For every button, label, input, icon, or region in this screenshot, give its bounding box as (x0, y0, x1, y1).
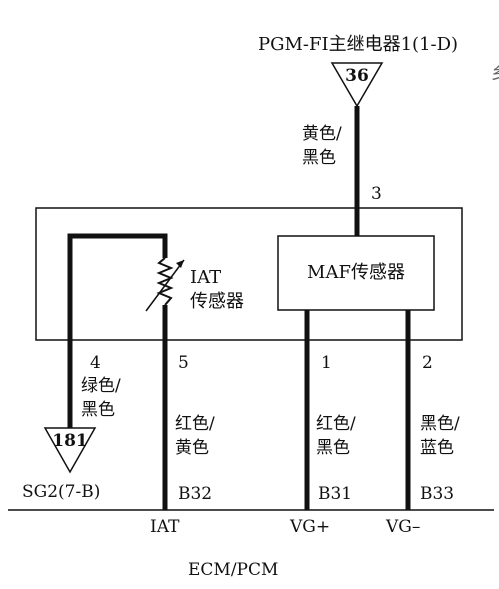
wire-5-color: 红色/ 黄色 (175, 412, 215, 460)
maf-sensor-box (277, 235, 435, 311)
wire-1-terminal: B31 (318, 484, 353, 504)
wire-1-color-line1: 红色/ (316, 414, 356, 434)
relay-label: PGM-FI主继电器1(1-D) (258, 34, 459, 55)
ecm-label: ECM/PCM (188, 560, 279, 580)
iat-variable-arrowhead-icon (176, 260, 184, 268)
iat-sensor-label-line2: 传感器 (190, 291, 244, 312)
iat-sensor-label-line1: IAT (190, 267, 222, 288)
wire-5-signal: IAT (150, 517, 180, 537)
ground-label: SG2(7-B) (22, 482, 101, 502)
wire-3-number: 3 (371, 184, 382, 204)
wire-5-color-line2: 黄色 (175, 438, 209, 458)
wire-4-number: 4 (90, 353, 101, 373)
ground-pin-number: 181 (52, 431, 88, 451)
wire-3-color: 黄色/ 黑色 (302, 122, 342, 170)
wire-2-color-line1: 黑色/ (420, 414, 460, 434)
edge-text-fragment: 乡 (491, 62, 499, 86)
iat-sensor-label: IAT 传感器 (190, 266, 244, 314)
wire-1-color-line2: 黑色 (316, 438, 350, 458)
wire-3-color-line2: 黑色 (302, 148, 336, 168)
wire-5-color-line1: 红色/ (175, 414, 215, 434)
relay-pin-number: 36 (345, 66, 369, 86)
wire-4-color-line1: 绿色/ (81, 376, 121, 396)
iat-variable-arrow (145, 259, 185, 312)
wire-2-number: 2 (422, 353, 433, 373)
wire-2-color-line2: 蓝色 (420, 438, 454, 458)
wire-5-terminal: B32 (178, 484, 213, 504)
maf-sensor-label: MAF传感器 (278, 264, 434, 282)
wire-1-color: 红色/ 黑色 (316, 412, 356, 460)
wire-5-number: 5 (178, 353, 189, 373)
wire-1-number: 1 (321, 353, 332, 373)
wire-2-signal: VG– (386, 517, 421, 537)
ground-connector-triangle (43, 427, 97, 474)
wire-2-terminal: B33 (420, 484, 455, 504)
wire-2-color: 黑色/ 蓝色 (420, 412, 460, 460)
wire-3-color-line1: 黄色/ (302, 124, 342, 144)
component-housing-box (35, 207, 463, 341)
wire-1-signal: VG+ (290, 517, 331, 537)
wire-4-color: 绿色/ 黑色 (81, 374, 121, 422)
wire-4-color-line2: 黑色 (81, 400, 115, 420)
iat-thermistor-zigzag (156, 257, 174, 306)
relay-connector-triangle (330, 62, 384, 108)
wire-4-loop (67, 233, 168, 428)
maf-sensor-label-text: MAF传感器 (307, 262, 405, 283)
